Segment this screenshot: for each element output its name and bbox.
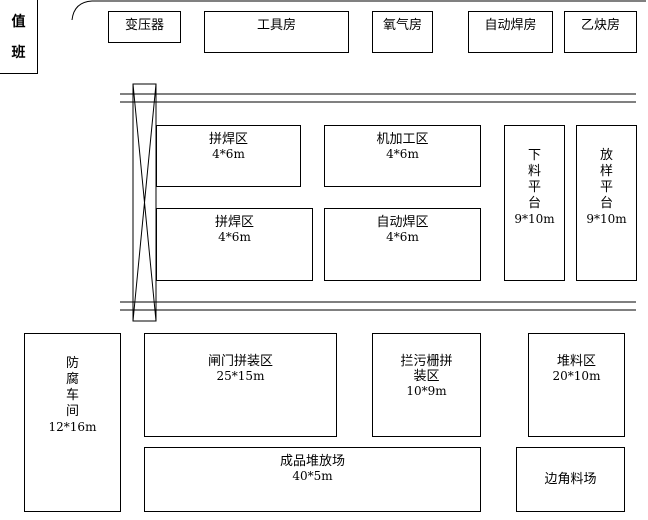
duty-room-label-1: 值 [11, 14, 26, 31]
auto-welding-area-name: 自动焊区 [376, 215, 429, 230]
finished-product-storage-dims: 40*5m [292, 469, 333, 483]
workshop-outline [71, 0, 646, 21]
welding-area-1-dims: 4*6m [212, 147, 245, 161]
trash-rack-assembly-area-dims: 10*9m [406, 384, 447, 398]
oxygen-room-label: 氧气房 [382, 18, 422, 33]
welding-area-1: 拼焊区 4*6m [156, 125, 301, 187]
trash-rack-assembly-area-name: 拦污栅拼装区 [400, 354, 453, 384]
gantry-crane [132, 83, 157, 322]
anticorrosion-workshop-name: 防腐车间 [65, 356, 79, 419]
acetylene-room: 乙炔房 [564, 11, 637, 53]
finished-product-storage-name: 成品堆放场 [279, 454, 345, 469]
welding-area-1-name: 拼焊区 [208, 132, 248, 147]
tool-room: 工具房 [204, 11, 349, 53]
duty-room-label-2: 班 [11, 44, 26, 61]
lofting-platform: 放样平台 9*10m [576, 125, 637, 281]
stockpile-area-name: 堆料区 [556, 354, 596, 369]
auto-welding-room-label: 自动焊房 [484, 18, 537, 33]
anticorrosion-workshop-dims: 12*16m [48, 420, 97, 434]
welding-area-2-name: 拼焊区 [214, 215, 254, 230]
tool-room-label: 工具房 [256, 18, 296, 33]
scrap-material-yard-name: 边角料场 [544, 472, 597, 487]
gate-assembly-area-dims: 25*15m [216, 369, 265, 383]
auto-welding-area: 自动焊区 4*6m [324, 208, 481, 281]
stockpile-area-dims: 20*10m [552, 369, 601, 383]
blanking-platform-dims: 9*10m [514, 212, 555, 226]
blanking-platform: 下料平台 9*10m [504, 125, 565, 281]
blanking-platform-name: 下料平台 [527, 148, 541, 211]
machining-area-dims: 4*6m [386, 147, 419, 161]
transformer-room: 变压器 [108, 11, 181, 43]
auto-welding-area-dims: 4*6m [386, 230, 419, 244]
stockpile-area: 堆料区 20*10m [528, 333, 625, 437]
acetylene-room-label: 乙炔房 [580, 18, 620, 33]
machining-area-name: 机加工区 [376, 132, 429, 147]
auto-welding-room: 自动焊房 [468, 11, 553, 53]
lofting-platform-dims: 9*10m [586, 212, 627, 226]
scrap-material-yard: 边角料场 [516, 447, 625, 512]
welding-area-2: 拼焊区 4*6m [156, 208, 313, 281]
trash-rack-assembly-area: 拦污栅拼装区 10*9m [372, 333, 481, 437]
duty-room: 值 班 [0, 0, 38, 74]
welding-area-2-dims: 4*6m [218, 230, 251, 244]
oxygen-room: 氧气房 [372, 11, 433, 53]
finished-product-storage: 成品堆放场 40*5m [144, 447, 481, 512]
anticorrosion-workshop: 防腐车间 12*16m [24, 333, 121, 512]
gate-assembly-area: 闸门拼装区 25*15m [144, 333, 337, 437]
gate-assembly-area-name: 闸门拼装区 [207, 354, 273, 369]
transformer-room-label: 变压器 [124, 18, 164, 33]
machining-area: 机加工区 4*6m [324, 125, 481, 187]
lofting-platform-name: 放样平台 [599, 148, 613, 211]
